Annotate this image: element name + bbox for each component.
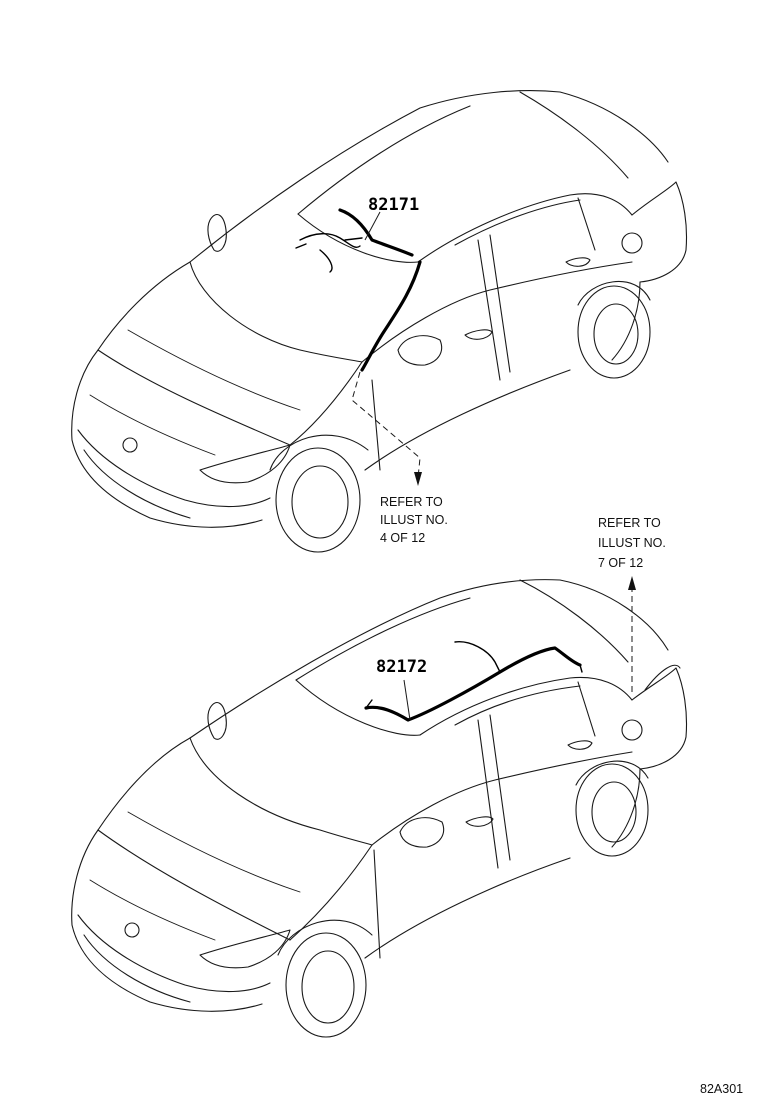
upper-part-number: 82171 [368,195,419,215]
lower-reference-line-3: 7 OF 12 [598,556,643,570]
lower-reference-note: REFER TO ILLUST NO. 7 OF 12 [598,516,666,570]
lower-part-number: 82172 [376,657,427,677]
upper-reference-note: REFER TO ILLUST NO. 4 OF 12 [380,495,448,545]
drawing-code: 82A301 [700,1082,743,1096]
upper-reference-line-2: ILLUST NO. [380,513,448,527]
lower-car [71,576,688,1038]
upper-car [71,90,688,553]
lower-reference-line-2: ILLUST NO. [598,536,666,550]
upper-reference-line-1: REFER TO [380,495,443,509]
lower-reference-line-1: REFER TO [598,516,661,530]
upper-reference-line-3: 4 OF 12 [380,531,425,545]
